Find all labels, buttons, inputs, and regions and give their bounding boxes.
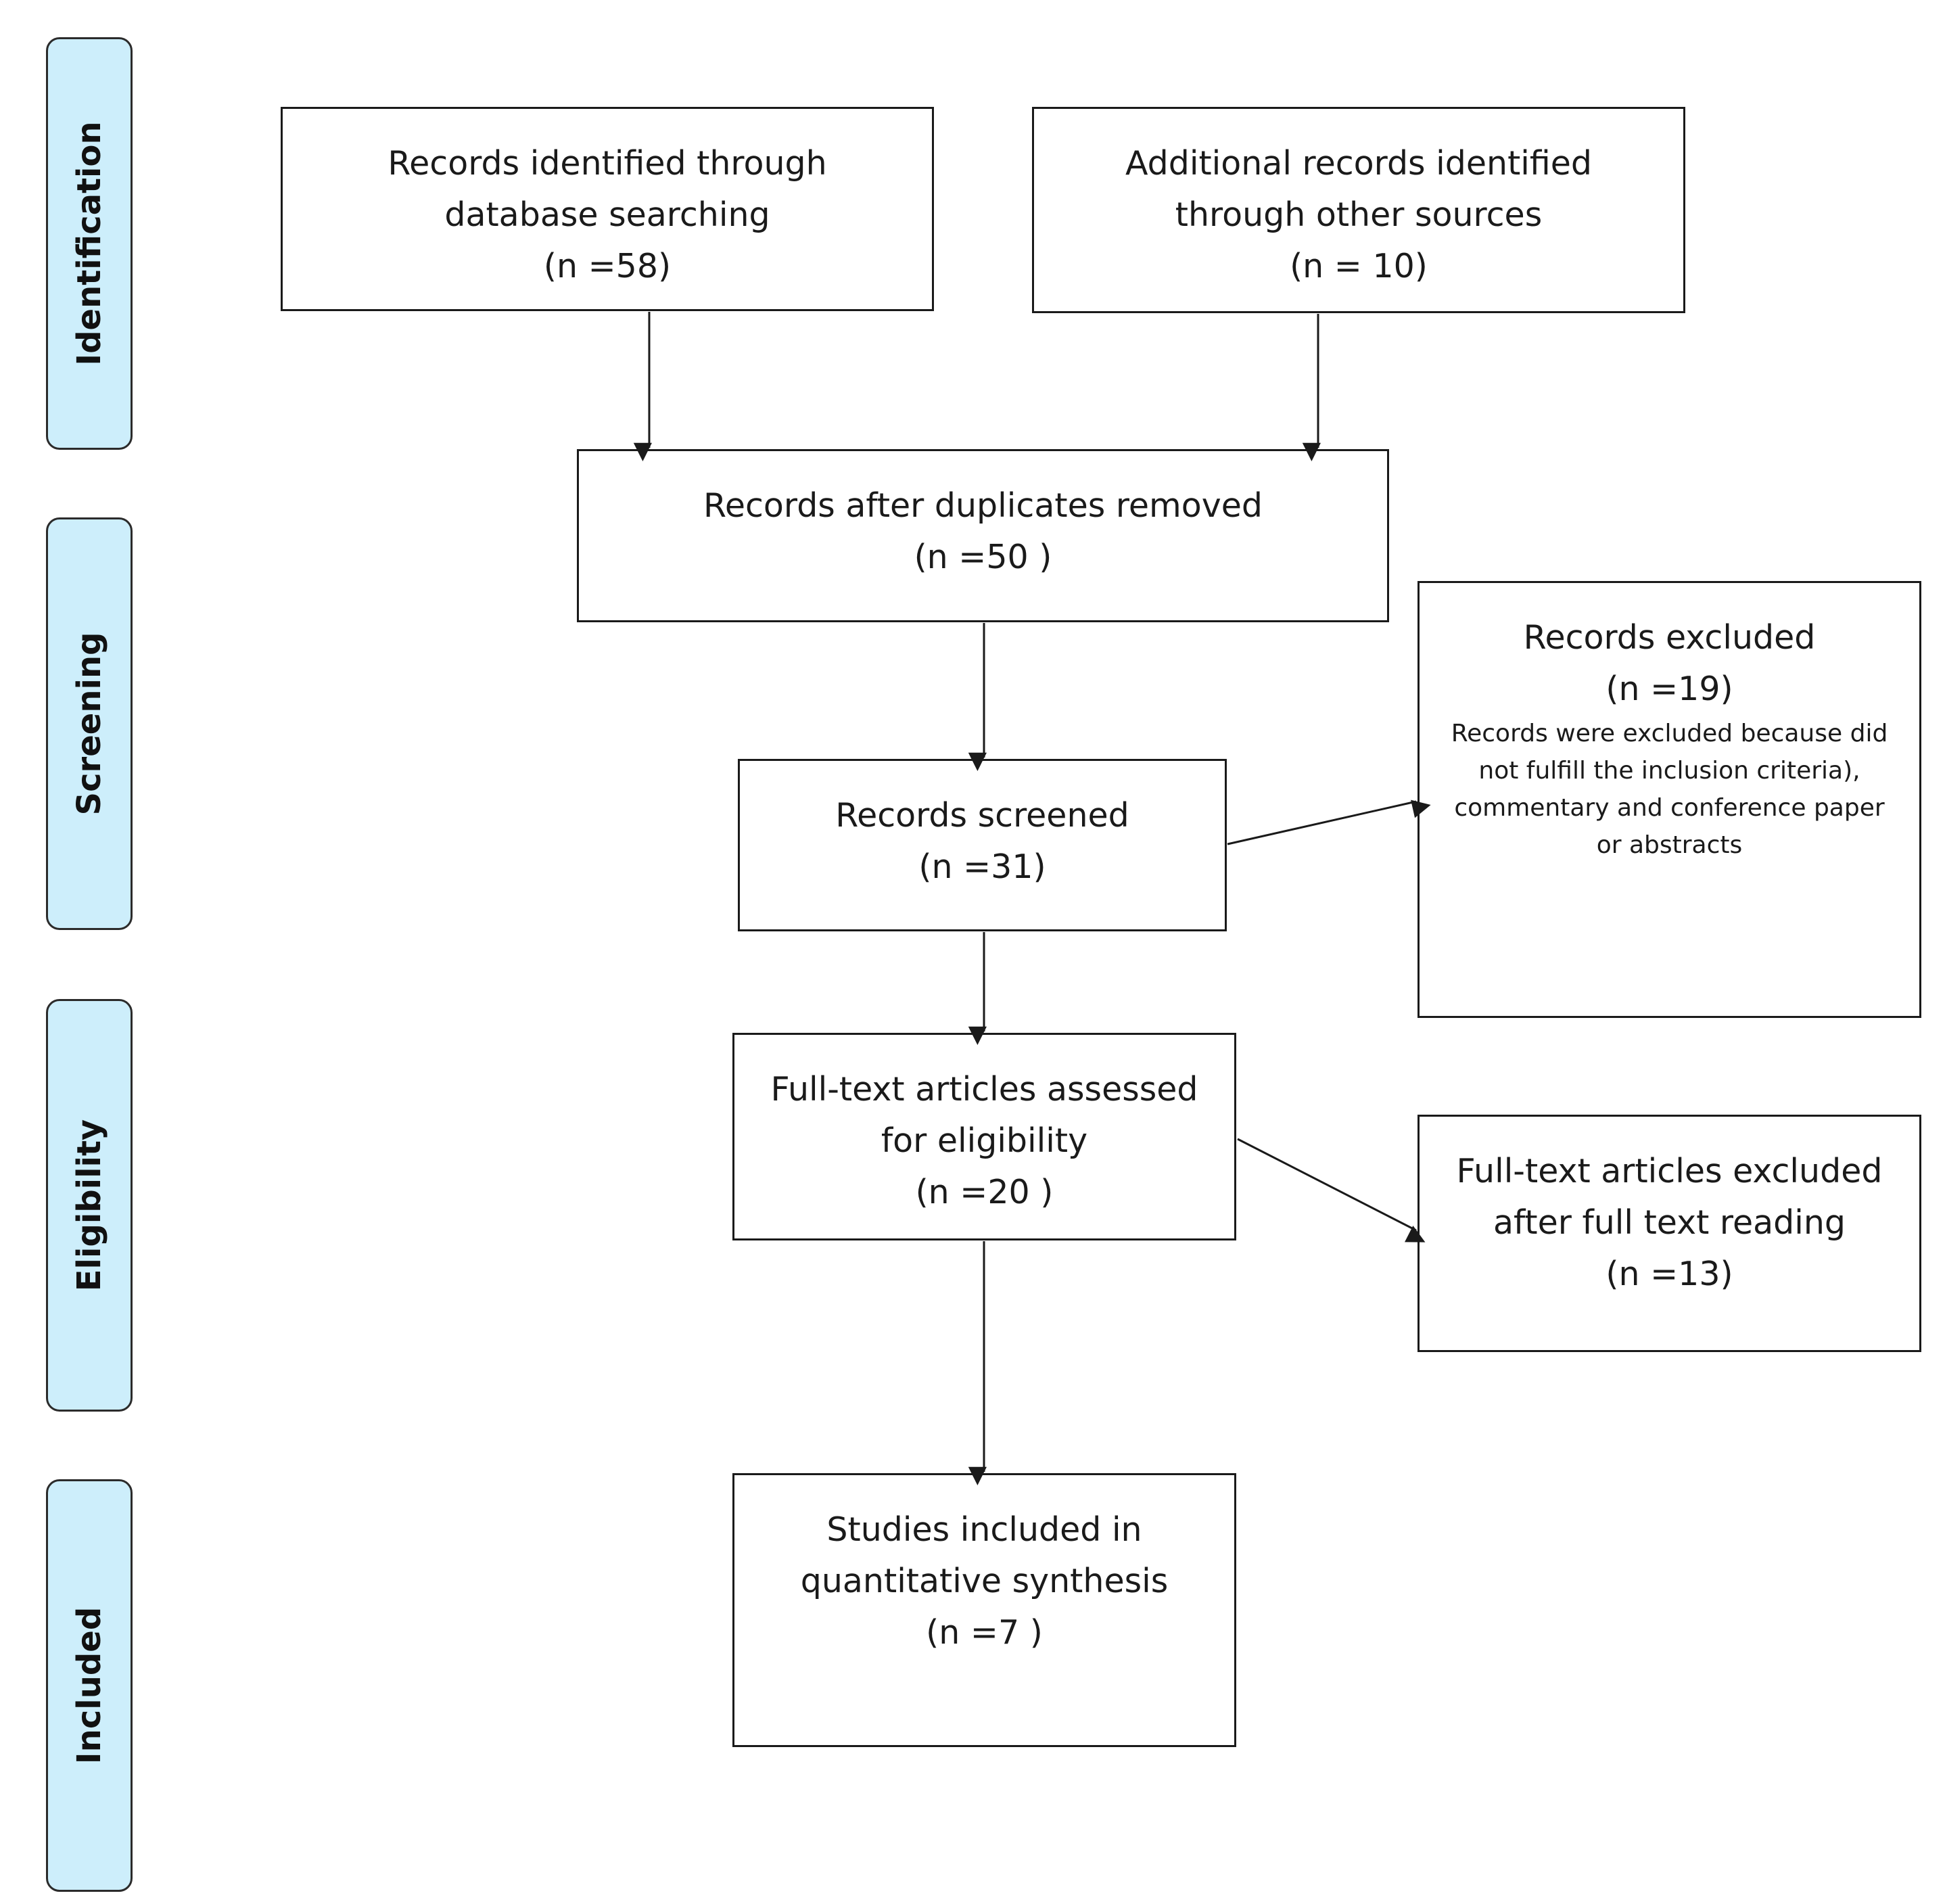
stage-identification: Identification <box>46 37 133 450</box>
box-full-text-excluded: Full-text articles excluded after full t… <box>1417 1115 1921 1352</box>
box-line: Records identified through <box>388 144 827 183</box>
box-studies-included: Studies included in quantitative synthes… <box>732 1473 1236 1747</box>
box-records-screened: Records screened (n =31) <box>738 759 1227 931</box>
box-count: (n =20 ) <box>915 1173 1054 1211</box>
box-other-sources: Additional records identified through ot… <box>1032 107 1685 313</box>
box-line: Records screened <box>835 796 1129 835</box>
arrow-screened-to-excluded <box>1227 799 1431 845</box>
box-count: (n = 10) <box>1290 247 1428 285</box>
box-line: through other sources <box>1175 195 1543 234</box>
stage-screening: Screening <box>46 517 133 930</box>
box-full-text-assessed: Full-text articles assessed for eligibil… <box>732 1033 1236 1240</box>
arrow-assessed-to-fulltext-excluded <box>1237 1138 1426 1243</box>
exclusion-note: Records were excluded because did not fu… <box>1451 720 1888 859</box>
box-line: Full-text articles excluded <box>1456 1152 1883 1190</box>
box-line: after full text reading <box>1493 1203 1846 1242</box>
box-count: (n =7 ) <box>926 1613 1043 1652</box>
box-count: (n =50 ) <box>914 538 1052 576</box>
box-line: quantitative synthesis <box>800 1562 1169 1600</box>
box-count: (n =58) <box>543 247 672 285</box>
box-line: Records after duplicates removed <box>703 486 1263 525</box>
stage-eligibility: Eligibility <box>46 999 133 1412</box>
box-count: (n =13) <box>1606 1255 1733 1293</box>
box-count: (n =19) <box>1606 670 1733 708</box>
box-line: Additional records identified <box>1125 144 1593 183</box>
box-records-excluded: Records excluded (n =19) Records were ex… <box>1417 581 1921 1018</box>
box-database-search: Records identified through database sear… <box>281 107 934 311</box>
box-line: Records excluded <box>1523 618 1816 657</box>
box-line: Full-text articles assessed <box>770 1070 1198 1109</box>
box-count: (n =31) <box>918 847 1046 886</box>
box-duplicates-removed: Records after duplicates removed (n =50 … <box>577 449 1389 622</box>
box-line: database searching <box>444 195 770 234</box>
box-line: Studies included in <box>826 1510 1142 1549</box>
box-line: for eligibility <box>881 1121 1088 1160</box>
stage-included: Included <box>46 1479 133 1892</box>
